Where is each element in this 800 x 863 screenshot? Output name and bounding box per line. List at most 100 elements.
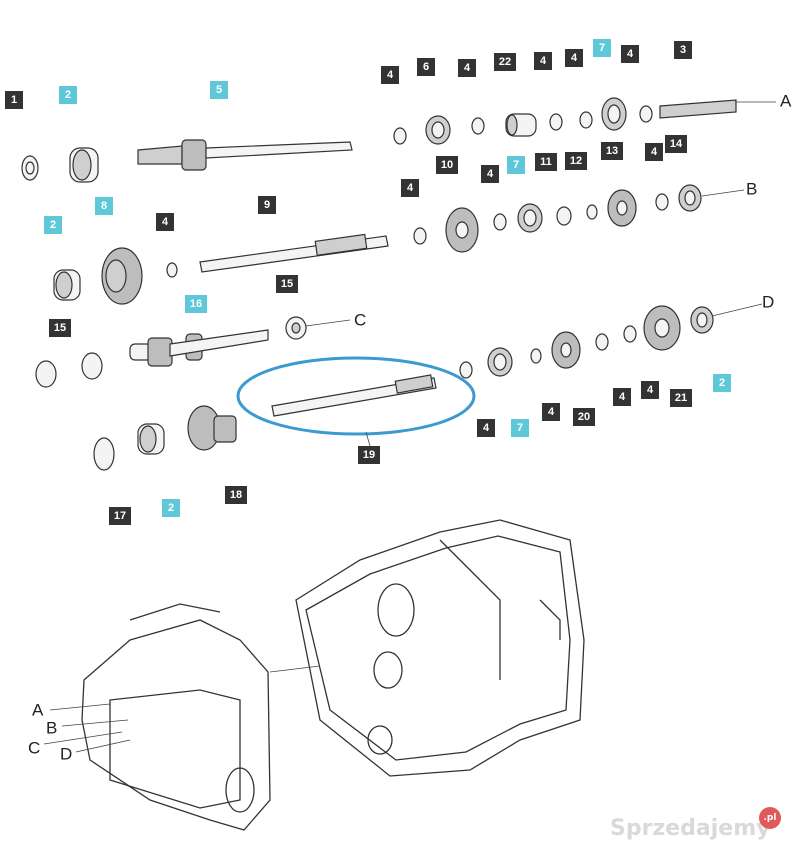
gear-21 [643, 305, 681, 351]
part-label-4: 4 [645, 143, 663, 161]
part-label-7: 7 [593, 39, 611, 57]
sleeve-22 [505, 113, 537, 137]
part-label-20: 20 [573, 408, 595, 426]
washer-4-m [623, 325, 637, 343]
washer-11 [556, 206, 572, 226]
part-label-14: 14 [665, 135, 687, 153]
part-label-text: 4 [162, 216, 169, 228]
bearing-7-mid [517, 203, 543, 233]
bearing-2-bottom [137, 423, 165, 455]
part-label-7: 7 [507, 156, 525, 174]
part-label-17: 17 [109, 507, 131, 525]
washer-4-h [655, 193, 669, 211]
washer-4-b [471, 117, 485, 135]
letter-b-housing: B [46, 719, 57, 738]
part-label-21: 21 [670, 389, 692, 407]
part-label-text: 22 [499, 56, 511, 68]
part-label-11: 11 [535, 153, 557, 171]
part-label-text: 12 [570, 155, 582, 167]
part-label-4: 4 [156, 213, 174, 231]
shaft-9 [199, 233, 389, 273]
part-label-2: 2 [44, 216, 62, 234]
bearing-7-top [601, 97, 627, 131]
gear-20 [551, 331, 581, 369]
part-label-text: 2 [65, 89, 71, 101]
part-label-text: 21 [675, 392, 687, 404]
washer-4-e [639, 105, 653, 123]
part-label-22: 22 [494, 53, 516, 71]
part-label-15: 15 [49, 319, 71, 337]
part-label-text: 14 [670, 138, 683, 150]
part-label-text: 2 [50, 219, 56, 231]
bushing-15-right [285, 316, 307, 340]
part-label-text: 1 [11, 94, 17, 106]
part-label-text: 11 [540, 156, 552, 168]
part-label-text: 10 [441, 159, 453, 171]
part-label-text: 4 [548, 406, 555, 418]
watermark-suffix: .pl [764, 813, 777, 823]
shaft-5 [137, 139, 353, 171]
part-label-text: 5 [216, 84, 222, 96]
bearing-2-top [69, 147, 99, 183]
part-label-18: 18 [225, 486, 247, 504]
gear-8 [101, 247, 143, 305]
leader-lines [43, 101, 776, 753]
washer-4-f [413, 227, 427, 245]
part-label-4: 4 [481, 165, 499, 183]
part-label-9: 9 [258, 196, 276, 214]
part-label-text: 19 [363, 449, 375, 461]
part-label-16: 16 [185, 295, 207, 313]
part-label-4: 4 [565, 49, 583, 67]
watermark-badge-icon [759, 807, 781, 829]
part-label-text: 7 [513, 159, 519, 171]
circlip-17 [93, 437, 115, 471]
part-label-2: 2 [162, 499, 180, 517]
bearing-6 [425, 115, 451, 145]
part-label-text: 2 [719, 377, 725, 389]
part-label-text: 18 [230, 489, 242, 501]
washer-4-g [493, 213, 507, 231]
part-label-7: 7 [511, 419, 529, 437]
shaft-3 [659, 99, 737, 119]
housing-right [295, 519, 585, 777]
part-label-text: 9 [264, 199, 270, 211]
washer-4-i [166, 262, 178, 278]
part-label-text: 20 [578, 411, 590, 423]
bushing-15-left [35, 352, 103, 388]
washer-4-l [595, 333, 609, 351]
part-label-text: 4 [540, 55, 547, 67]
part-label-2: 2 [713, 374, 731, 392]
letter-a-right: A [780, 92, 792, 111]
shaft-19 [271, 374, 437, 417]
part-label-4: 4 [534, 52, 552, 70]
part-label-text: 4 [651, 146, 658, 158]
watermark: Sprzedajemy .pl [610, 807, 781, 841]
part-label-text: 4 [407, 182, 414, 194]
part-label-text: 4 [487, 168, 494, 180]
part-label-text: 2 [168, 502, 174, 514]
bearing-2-left [53, 269, 81, 301]
part-label-2: 2 [59, 86, 77, 104]
gear-10 [445, 207, 479, 253]
part-label-4: 4 [477, 419, 495, 437]
part-label-text: 8 [101, 200, 107, 212]
part-label-4: 4 [381, 66, 399, 84]
part-label-12: 12 [565, 152, 587, 170]
part-label-text: 13 [606, 145, 618, 157]
part-label-text: 15 [54, 322, 66, 334]
shaft-16 [129, 329, 269, 367]
part-label-text: 6 [423, 61, 429, 73]
part-label-4: 4 [542, 403, 560, 421]
letter-b-right: B [746, 180, 757, 199]
bearing-2-right [690, 306, 714, 334]
part-label-3: 3 [674, 41, 692, 59]
gear-18 [187, 405, 237, 451]
part-label-10: 10 [436, 156, 458, 174]
letter-c-right: C [354, 311, 366, 330]
washer-4-j [459, 361, 473, 379]
washer-4-c [549, 113, 563, 131]
letter-c-housing: C [28, 739, 40, 758]
part-label-6: 6 [417, 58, 435, 76]
